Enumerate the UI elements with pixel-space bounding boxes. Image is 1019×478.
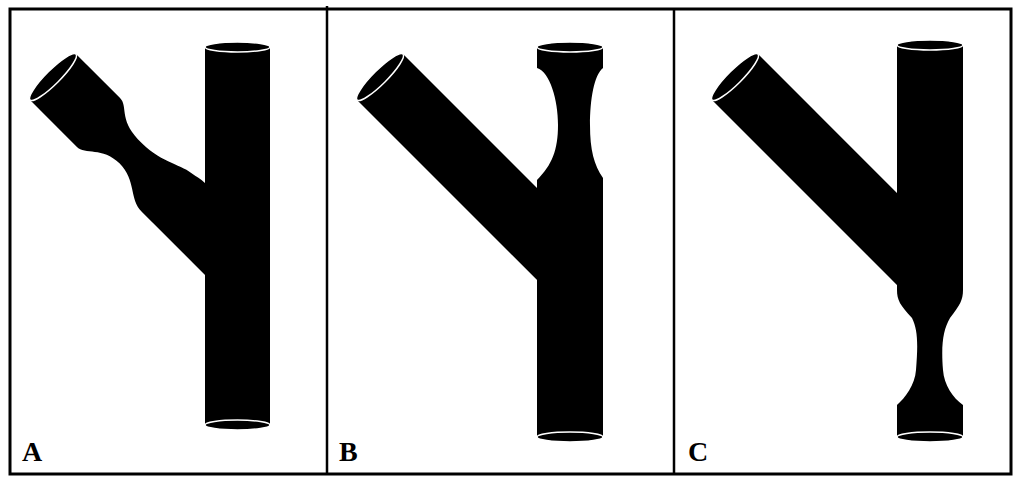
vessel-a bbox=[25, 42, 270, 430]
vessel-c bbox=[707, 40, 963, 442]
panel-label: C bbox=[688, 438, 708, 466]
panel-label: B bbox=[339, 438, 358, 466]
panel-label: A bbox=[22, 438, 42, 466]
panel-divider bbox=[326, 6, 329, 474]
figure-frame bbox=[10, 9, 1011, 474]
panel-divider bbox=[673, 9, 676, 474]
vessel-b bbox=[352, 42, 603, 442]
